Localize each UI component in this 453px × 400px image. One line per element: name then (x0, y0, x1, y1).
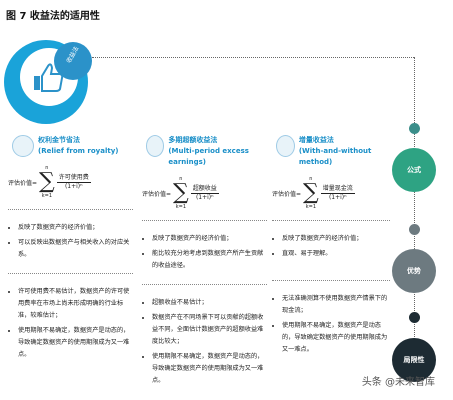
sum-top: n (179, 176, 183, 182)
formula-denominator: (1+i)ⁿ (195, 193, 214, 201)
list-item: 反映了数据资产的经济价值； (18, 222, 133, 234)
sum-top: n (45, 165, 49, 171)
list-item: 许可使用费不易估计，数据资产的许可使用费率在市场上尚未形成明确的行业标准，较难估… (18, 286, 133, 322)
formula: 评估价值= n ∑ k=1 超额收益 (1+i)ⁿ (142, 176, 267, 210)
method-name-cn: 增量收益法 (298, 136, 334, 144)
sum-top: n (309, 176, 313, 182)
formula-label: 评估价值= (272, 190, 302, 198)
stage-advantages: 优势 (392, 249, 436, 293)
timeline-dot (409, 312, 420, 323)
list-item: 反映了数据资产的经济价值； (152, 233, 267, 245)
sum-bottom: k=1 (175, 204, 187, 210)
sigma-symbol: ∑ (173, 180, 189, 205)
hero-badge (54, 42, 92, 80)
method-name-en: (With-and-without method) (298, 147, 372, 166)
stage-formula: 公式 (392, 148, 436, 192)
formula-label: 评估价值= (8, 179, 38, 187)
formula-denominator: (1+i)ⁿ (328, 193, 347, 201)
method-column-1: 权利金节省法 (Relief from royalty) 评估价值= n ∑ k… (8, 135, 133, 364)
stage-limitations: 局限性 (392, 338, 436, 382)
advantages-list: 反映了数据资产的经济价值； 直观、易于理解。 (272, 233, 390, 260)
sigma-symbol: ∑ (39, 169, 55, 194)
divider (272, 280, 390, 281)
watermark: 头条 @未来智库 (361, 377, 435, 388)
divider (272, 220, 390, 221)
advantages-list: 反映了数据资产的经济价值； 能比较充分地考虑到数据资产所产生贡献的收益途径。 (142, 233, 267, 272)
list-item: 直观、易于理解。 (282, 248, 390, 260)
method-column-3: 增量收益法 (With-and-without method) 评估价值= n … (272, 135, 390, 359)
connector-line (92, 57, 414, 58)
formula-fraction: 超额收益 (1+i)ⁿ (190, 184, 219, 202)
formula-fraction: 增量现金流 (1+i)ⁿ (320, 184, 355, 202)
method-column-2: 多期超额收益法 (Multi-period excess earnings) 评… (142, 135, 267, 390)
timeline-line (414, 57, 415, 377)
method-name-cn: 权利金节省法 (38, 136, 80, 144)
divider (8, 209, 133, 210)
limitations-list: 无法准确测算不使用数据资产情景下的现金流； 使用期限不易确定，数据资产是动态的，… (272, 293, 390, 356)
money-bag-icon (146, 135, 165, 157)
page-title: 图 7 收益法的适用性 (6, 11, 100, 22)
formula-label: 评估价值= (142, 190, 172, 198)
formula-numerator: 许可使用费 (56, 173, 91, 183)
list-item: 超额收益不易估计； (152, 297, 267, 309)
formula-fraction: 许可使用费 (1+i)ⁿ (56, 173, 91, 191)
list-item: 反映了数据资产的经济价值； (282, 233, 390, 245)
money-bag-icon (12, 135, 34, 157)
sum-bottom: k=1 (41, 193, 53, 199)
list-item: 无法准确测算不使用数据资产情景下的现金流； (282, 293, 390, 317)
list-item: 可以反映出数据资产与相关收入的对应关系。 (18, 237, 133, 261)
list-item: 使用期限不易确定，数据资产是动态的，导致确定数据资产的使用期限成为又一难点。 (18, 325, 133, 361)
divider (142, 220, 267, 221)
method-name-cn: 多期超额收益法 (168, 136, 218, 144)
divider (142, 284, 267, 285)
money-bag-icon (276, 135, 295, 157)
sum-bottom: k=1 (305, 204, 317, 210)
timeline-dot (409, 224, 420, 235)
timeline-dot (409, 123, 420, 134)
list-item: 使用期限不易确定，数据资产是动态的，导致确定数据资产的使用期限成为又一难点。 (152, 351, 267, 387)
method-name-en: (Multi-period excess earnings) (168, 147, 249, 166)
limitations-list: 许可使用费不易估计，数据资产的许可使用费率在市场上尚未形成明确的行业标准，较难估… (8, 286, 133, 361)
list-item: 数据资产在不同场景下可以贡献的超额收益不同，全面估计数据资产的超额收益难度比较大… (152, 312, 267, 348)
method-name-en: (Relief from royalty) (38, 147, 119, 155)
sigma-symbol: ∑ (303, 180, 319, 205)
list-item: 能比较充分地考虑到数据资产所产生贡献的收益途径。 (152, 248, 267, 272)
formula-numerator: 超额收益 (190, 184, 219, 194)
divider (8, 273, 133, 274)
formula-numerator: 增量现金流 (320, 184, 355, 194)
formula: 评估价值= n ∑ k=1 许可使用费 (1+i)ⁿ (8, 165, 133, 199)
formula-denominator: (1+i)ⁿ (64, 182, 83, 190)
advantages-list: 反映了数据资产的经济价值； 可以反映出数据资产与相关收入的对应关系。 (8, 222, 133, 261)
list-item: 使用期限不易确定，数据资产是动态的，导致确定数据资产的使用期限成为又一难点。 (282, 320, 390, 356)
limitations-list: 超额收益不易估计； 数据资产在不同场景下可以贡献的超额收益不同，全面估计数据资产… (142, 297, 267, 387)
formula: 评估价值= n ∑ k=1 增量现金流 (1+i)ⁿ (272, 176, 390, 210)
